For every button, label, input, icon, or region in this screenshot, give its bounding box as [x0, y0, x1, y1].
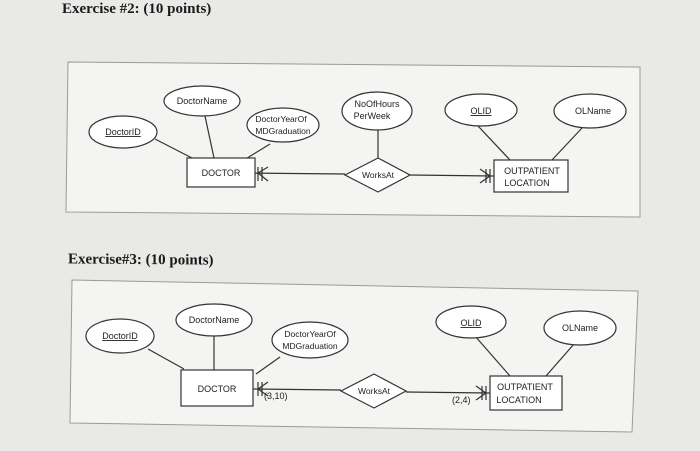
entity-doctor: DOCTOR [186, 157, 256, 188]
exercise-2-heading: Exercise #2: (10 points) [62, 1, 212, 17]
exercise-2-diagram: DoctorID DoctorName DoctorYearOf MDGradu… [65, 61, 641, 218]
relationship3-works-at: WorksAt [339, 373, 408, 409]
ex3-cardinality-markers [257, 381, 487, 401]
relationship-works-at-label: WorksAt [362, 170, 395, 180]
attr3-grad-line1: DoctorYearOf [284, 329, 336, 339]
ex2-connectors [154, 115, 583, 177]
entity-outpatient-line1: OUTPATIENT [504, 166, 560, 176]
entity-outpatient-line2: LOCATION [504, 178, 549, 188]
attr3-ol-id-label: OLID [460, 318, 482, 328]
entity-outpatient-location: OUTPATIENT LOCATION [493, 159, 569, 193]
attr3-doctor-id: DoctorID [85, 318, 155, 354]
attr3-doctor-year-grad: DoctorYearOf MDGraduation [271, 321, 349, 359]
entity3-outpatient-location: OUTPATIENT LOCATION [489, 375, 563, 411]
attr-hours-line2: PerWeek [354, 111, 391, 121]
entity3-doctor-label: DOCTOR [198, 384, 237, 394]
attr-doctor-year-grad: DoctorYearOf MDGraduation [246, 107, 320, 143]
attr3-grad-line2: MDGraduation [282, 341, 338, 351]
relationship3-works-at-label: WorksAt [358, 386, 391, 396]
attr-ol-name: OLName [553, 93, 627, 129]
entity3-outpatient-line1: OUTPATIENT [497, 382, 553, 392]
entity-doctor-label: DOCTOR [202, 168, 241, 178]
attr-doctor-id: DoctorID [88, 115, 158, 149]
attr3-ol-id: OLID [435, 305, 507, 339]
cardinality-doctor-label: (3,10) [264, 391, 288, 401]
attr-ol-id-label: OLID [470, 106, 492, 116]
attr-doctor-name: DoctorName [163, 85, 241, 117]
entity3-outpatient-line2: LOCATION [496, 395, 541, 405]
cardinality-location-label: (2,4) [452, 395, 471, 405]
entity3-doctor: DOCTOR [180, 369, 254, 407]
attr-grad-line2: MDGraduation [255, 126, 311, 136]
attr3-doctor-id-label: DoctorID [102, 331, 138, 341]
attr3-doctor-name-label: DoctorName [189, 315, 240, 325]
relationship-works-at: WorksAt [343, 157, 412, 193]
attr-no-of-hours: NoOfHours PerWeek [341, 91, 413, 131]
attr3-ol-name-label: OLName [562, 323, 598, 333]
attr-ol-id: OLID [444, 93, 518, 127]
ex2-cardinality-markers [257, 166, 491, 184]
attr-doctor-name-label: DoctorName [177, 96, 228, 106]
attr-grad-line1: DoctorYearOf [255, 114, 307, 124]
attr-hours-line1: NoOfHours [354, 99, 400, 109]
attr3-ol-name: OLName [543, 310, 617, 346]
ex3-connectors [147, 335, 575, 394]
attr3-doctor-name: DoctorName [175, 303, 253, 337]
attr-ol-name-label: OLName [575, 106, 611, 116]
exercise-3-diagram: DoctorID DoctorName DoctorYearOf MDGradu… [69, 279, 639, 433]
attr-doctor-id-label: DoctorID [105, 127, 141, 137]
